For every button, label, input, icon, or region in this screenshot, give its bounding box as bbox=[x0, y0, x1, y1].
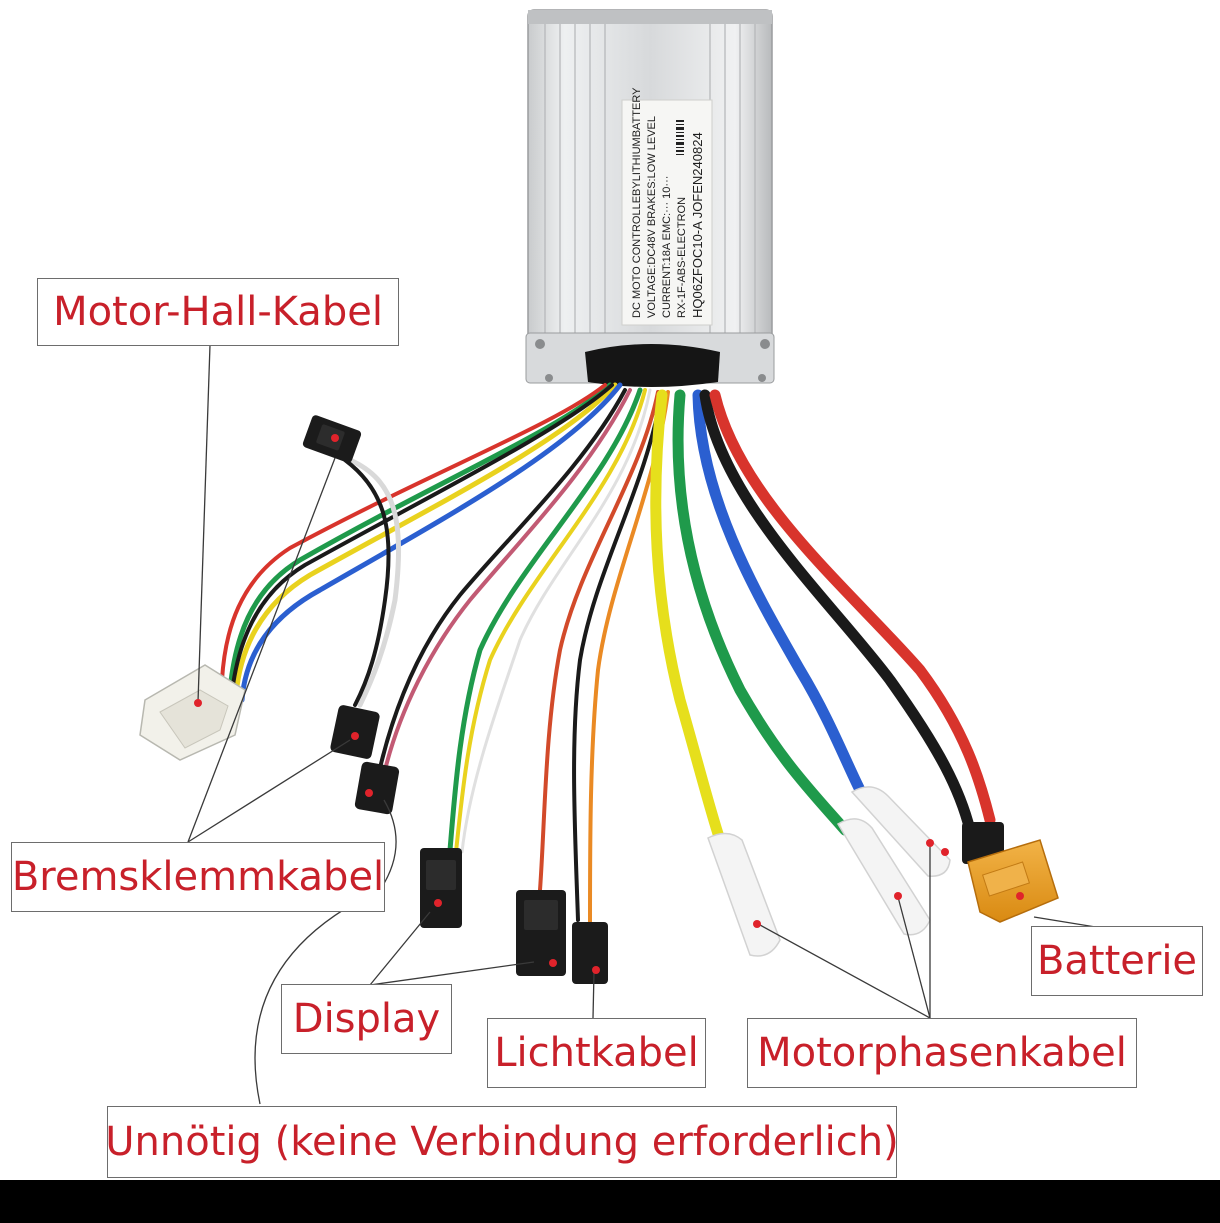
brake2-wire-black bbox=[378, 388, 627, 770]
leader-phase-1 bbox=[759, 924, 931, 1019]
label-brake-text: Bremsklemmkabel bbox=[11, 854, 385, 900]
label-light-text: Lichtkabel bbox=[494, 1030, 699, 1076]
marker-dot bbox=[351, 732, 359, 740]
sticker-line-1: DC MOTO CONTROLLEBYLITHIUMBATTERY bbox=[631, 87, 643, 318]
display-wire-white bbox=[460, 388, 652, 854]
hall-wire-yellow bbox=[233, 382, 618, 698]
marker-dot bbox=[941, 848, 949, 856]
leader-motor-hall bbox=[197, 344, 211, 703]
marker-dot bbox=[753, 920, 761, 928]
brake-wire-white bbox=[347, 457, 402, 708]
label-batterie: Batterie bbox=[1031, 926, 1203, 996]
marker-dot bbox=[1016, 892, 1024, 900]
leader-phase-2 bbox=[897, 896, 931, 1019]
phase-wire-yellow bbox=[650, 389, 726, 846]
leader-display-2 bbox=[369, 961, 535, 986]
marker-dot bbox=[549, 959, 557, 967]
label-lichtkabel: Lichtkabel bbox=[487, 1018, 706, 1088]
battery-connector-xt60 bbox=[962, 822, 1059, 923]
leader-brake-1 bbox=[187, 457, 336, 843]
marker-dot bbox=[365, 789, 373, 797]
label-display-text: Display bbox=[292, 996, 441, 1042]
leader-display-1 bbox=[369, 911, 431, 986]
marker-dot bbox=[331, 434, 339, 442]
light-wire-black bbox=[572, 390, 664, 922]
phase-wire-blue bbox=[692, 389, 866, 796]
battery-wire-black bbox=[699, 389, 976, 836]
label-unnecessary-text: Unnötig (keine Verbindung erforderlich) bbox=[105, 1119, 899, 1165]
label-bremsklemmkabel: Bremsklemmkabel bbox=[11, 842, 385, 912]
label-motor-hall-text: Motor-Hall-Kabel bbox=[53, 289, 383, 335]
hall-wire-green bbox=[227, 382, 613, 693]
hall-wire-blue bbox=[239, 382, 623, 703]
light-wire-red bbox=[538, 390, 660, 892]
hall-connector bbox=[139, 664, 246, 761]
brake2-wire-pink bbox=[383, 388, 632, 772]
battery-wire-red bbox=[709, 389, 996, 826]
display-wire-yellow bbox=[454, 388, 647, 854]
phase-terminals bbox=[707, 786, 951, 957]
sticker-line-3: CURRENT:18A EMC:··· 10··· bbox=[661, 176, 673, 318]
sticker-line-2: VOLTAGE:DC48V BRAKES:LOW LEVEL bbox=[646, 116, 658, 318]
light-connector-left bbox=[516, 890, 566, 976]
brake-wire-black bbox=[343, 458, 391, 707]
label-motorphasenkabel: Motorphasenkabel bbox=[747, 1018, 1137, 1088]
label-unnoetig: Unnötig (keine Verbindung erforderlich) bbox=[105, 1106, 899, 1178]
light-connector-right bbox=[572, 922, 608, 984]
marker-dot bbox=[592, 966, 600, 974]
brake-connector-low bbox=[354, 761, 400, 815]
hall-wire-black bbox=[230, 383, 614, 694]
label-motor-phase-text: Motorphasenkabel bbox=[757, 1030, 1127, 1076]
hall-wire-red bbox=[220, 383, 607, 682]
label-battery-text: Batterie bbox=[1036, 938, 1198, 984]
sticker-line-4: RX-1F-ABS-ELECTRON bbox=[676, 197, 688, 318]
display-wire-green bbox=[447, 387, 643, 853]
barcode bbox=[676, 120, 684, 155]
label-motor-hall-kabel: Motor-Hall-Kabel bbox=[37, 278, 399, 346]
display-connector bbox=[420, 848, 462, 928]
controller-sticker: DC MOTO CONTROLLEBYLITHIUMBATTERY VOLTAG… bbox=[621, 87, 713, 326]
marker-dot bbox=[434, 899, 442, 907]
leader-light bbox=[592, 971, 595, 1019]
label-display: Display bbox=[281, 984, 452, 1054]
light-wire-orange bbox=[588, 390, 670, 927]
leader-brake-2 bbox=[187, 739, 351, 843]
marker-dot bbox=[194, 699, 202, 707]
sticker-line-5: HQ06ZFOC10-A JOFEN240824 bbox=[690, 132, 705, 318]
marker-dot bbox=[894, 892, 902, 900]
marker-dot bbox=[926, 839, 934, 847]
marker-dots bbox=[194, 434, 1024, 974]
bottom-bar bbox=[0, 1180, 1220, 1223]
phase-wire-green bbox=[672, 389, 851, 836]
wires bbox=[220, 382, 996, 927]
